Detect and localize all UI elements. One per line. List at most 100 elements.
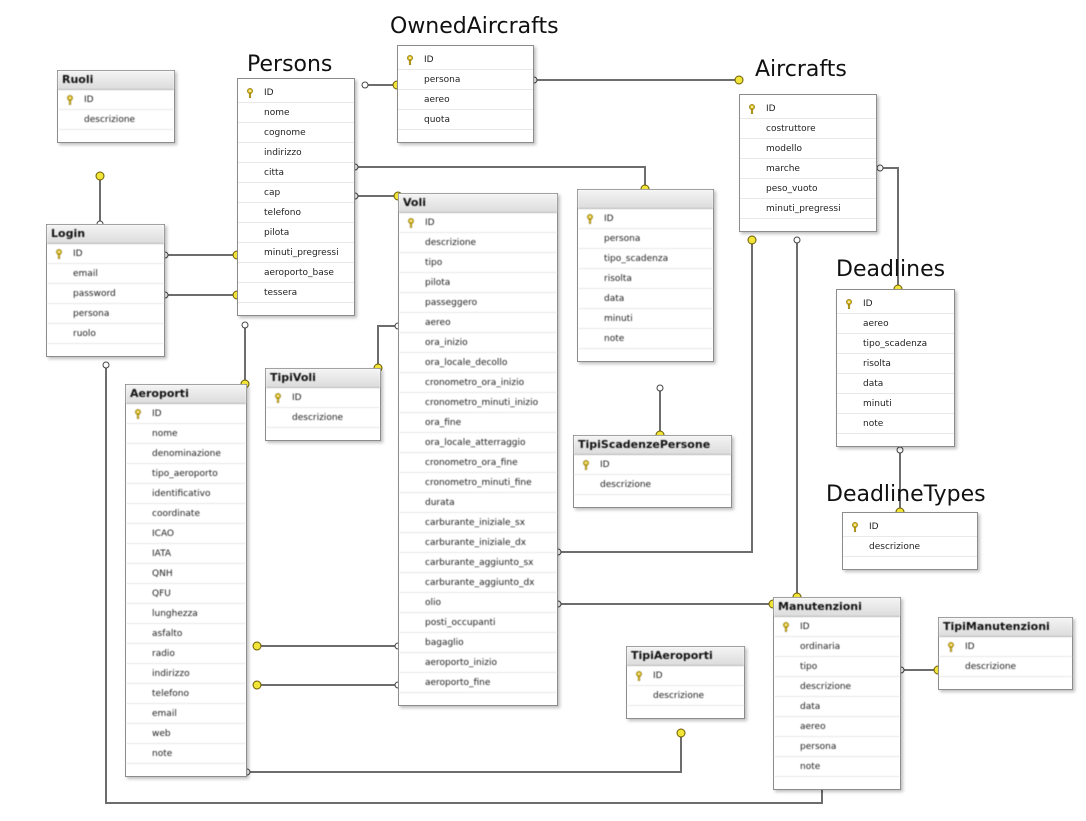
column-field[interactable]: QNH bbox=[126, 564, 246, 584]
table-header[interactable]: Login bbox=[47, 225, 164, 244]
column-field[interactable]: tipo_aeroporto bbox=[126, 464, 246, 484]
column-field[interactable]: risolta bbox=[837, 354, 954, 374]
primary-key-field[interactable]: ID bbox=[837, 294, 954, 314]
primary-key-field[interactable]: ID bbox=[774, 617, 900, 637]
column-field[interactable]: nome bbox=[126, 424, 246, 444]
column-field[interactable]: tessera bbox=[238, 283, 354, 303]
table-header[interactable]: Aeroporti bbox=[126, 385, 246, 404]
column-field[interactable]: ICAO bbox=[126, 524, 246, 544]
relationship-line[interactable] bbox=[240, 321, 250, 389]
column-field[interactable]: durata bbox=[399, 493, 557, 513]
column-field[interactable]: passeggero bbox=[399, 293, 557, 313]
column-field[interactable]: ora_fine bbox=[399, 413, 557, 433]
column-field[interactable]: descrizione bbox=[574, 475, 731, 495]
relationship-line[interactable] bbox=[161, 290, 242, 300]
column-field[interactable]: cronometro_ora_fine bbox=[399, 453, 557, 473]
column-field[interactable]: telefono bbox=[126, 684, 246, 704]
column-field[interactable]: risolta bbox=[578, 269, 713, 289]
primary-key-field[interactable]: ID bbox=[939, 637, 1072, 657]
column-field[interactable]: cronometro_minuti_inizio bbox=[399, 393, 557, 413]
column-field[interactable]: lunghezza bbox=[126, 604, 246, 624]
relationship-line[interactable] bbox=[655, 384, 665, 440]
table-header[interactable]: Manutenzioni bbox=[774, 598, 900, 617]
relationship-line[interactable] bbox=[252, 641, 402, 651]
primary-key-field[interactable]: ID bbox=[238, 83, 354, 103]
primary-key-field[interactable]: ID bbox=[627, 666, 744, 686]
column-field[interactable]: carburante_aggiunto_sx bbox=[399, 553, 557, 573]
table-header[interactable]: Ruoli bbox=[58, 71, 174, 90]
column-field[interactable]: costruttore bbox=[740, 119, 876, 139]
column-field[interactable]: note bbox=[126, 744, 246, 764]
column-field[interactable]: pilota bbox=[399, 273, 557, 293]
relationship-line[interactable] bbox=[530, 75, 744, 85]
column-field[interactable]: marche bbox=[740, 159, 876, 179]
column-field[interactable]: nome bbox=[238, 103, 354, 123]
relationship-line[interactable] bbox=[351, 191, 403, 201]
column-field[interactable]: minuti_pregressi bbox=[238, 243, 354, 263]
column-field[interactable]: descrizione bbox=[774, 677, 900, 697]
relationship-line[interactable] bbox=[243, 728, 686, 776]
column-field[interactable]: descrizione bbox=[939, 657, 1072, 677]
column-field[interactable]: cognome bbox=[238, 123, 354, 143]
column-field[interactable]: ora_inizio bbox=[399, 333, 557, 353]
table-header[interactable]: TipiAeroporti bbox=[627, 647, 744, 666]
column-field[interactable]: aeroporto_inizio bbox=[399, 653, 557, 673]
primary-key-field[interactable]: ID bbox=[266, 388, 380, 408]
table-header[interactable]: TipiManutenzioni bbox=[939, 618, 1072, 637]
column-field[interactable]: cap bbox=[238, 183, 354, 203]
column-field[interactable]: radio bbox=[126, 644, 246, 664]
column-field[interactable]: aereo bbox=[774, 717, 900, 737]
column-field[interactable]: identificativo bbox=[126, 484, 246, 504]
primary-key-field[interactable]: ID bbox=[843, 517, 977, 537]
column-field[interactable]: minuti bbox=[837, 394, 954, 414]
column-field[interactable]: descrizione bbox=[266, 408, 380, 428]
column-field[interactable]: descrizione bbox=[843, 537, 977, 557]
column-field[interactable]: aereo bbox=[399, 313, 557, 333]
column-field[interactable]: tipo bbox=[399, 253, 557, 273]
column-field[interactable]: email bbox=[47, 264, 164, 284]
relationship-line[interactable] bbox=[161, 250, 242, 260]
table-header[interactable]: TipiScadenzePersone bbox=[574, 436, 731, 455]
column-field[interactable]: ordinaria bbox=[774, 637, 900, 657]
primary-key-field[interactable]: ID bbox=[126, 404, 246, 424]
relationship-line[interactable] bbox=[252, 680, 402, 690]
column-field[interactable]: modello bbox=[740, 139, 876, 159]
column-field[interactable]: data bbox=[774, 697, 900, 717]
column-field[interactable]: cronometro_minuti_fine bbox=[399, 473, 557, 493]
primary-key-field[interactable]: ID bbox=[398, 50, 533, 70]
column-field[interactable]: note bbox=[837, 414, 954, 434]
column-field[interactable]: olio bbox=[399, 593, 557, 613]
column-field[interactable]: posti_occupanti bbox=[399, 613, 557, 633]
column-field[interactable]: tipo_scadenza bbox=[578, 249, 713, 269]
column-field[interactable]: descrizione bbox=[399, 233, 557, 253]
table-header[interactable]: Voli bbox=[399, 194, 557, 213]
column-field[interactable]: ruolo bbox=[47, 324, 164, 344]
column-field[interactable]: data bbox=[837, 374, 954, 394]
column-field[interactable]: minuti_pregressi bbox=[740, 199, 876, 219]
column-field[interactable]: citta bbox=[238, 163, 354, 183]
column-field[interactable]: data bbox=[578, 289, 713, 309]
column-field[interactable]: indirizzo bbox=[238, 143, 354, 163]
column-field[interactable]: asfalto bbox=[126, 624, 246, 644]
column-field[interactable]: note bbox=[774, 757, 900, 777]
column-field[interactable]: minuti bbox=[578, 309, 713, 329]
relationship-line[interactable] bbox=[373, 322, 402, 373]
column-field[interactable]: password bbox=[47, 284, 164, 304]
column-field[interactable]: aeroporto_fine bbox=[399, 673, 557, 693]
column-field[interactable]: denominazione bbox=[126, 444, 246, 464]
table-header[interactable]: TipiVoli bbox=[266, 369, 380, 388]
column-field[interactable]: IATA bbox=[126, 544, 246, 564]
primary-key-field[interactable]: ID bbox=[47, 244, 164, 264]
column-field[interactable]: persona bbox=[398, 70, 533, 90]
column-field[interactable]: persona bbox=[47, 304, 164, 324]
